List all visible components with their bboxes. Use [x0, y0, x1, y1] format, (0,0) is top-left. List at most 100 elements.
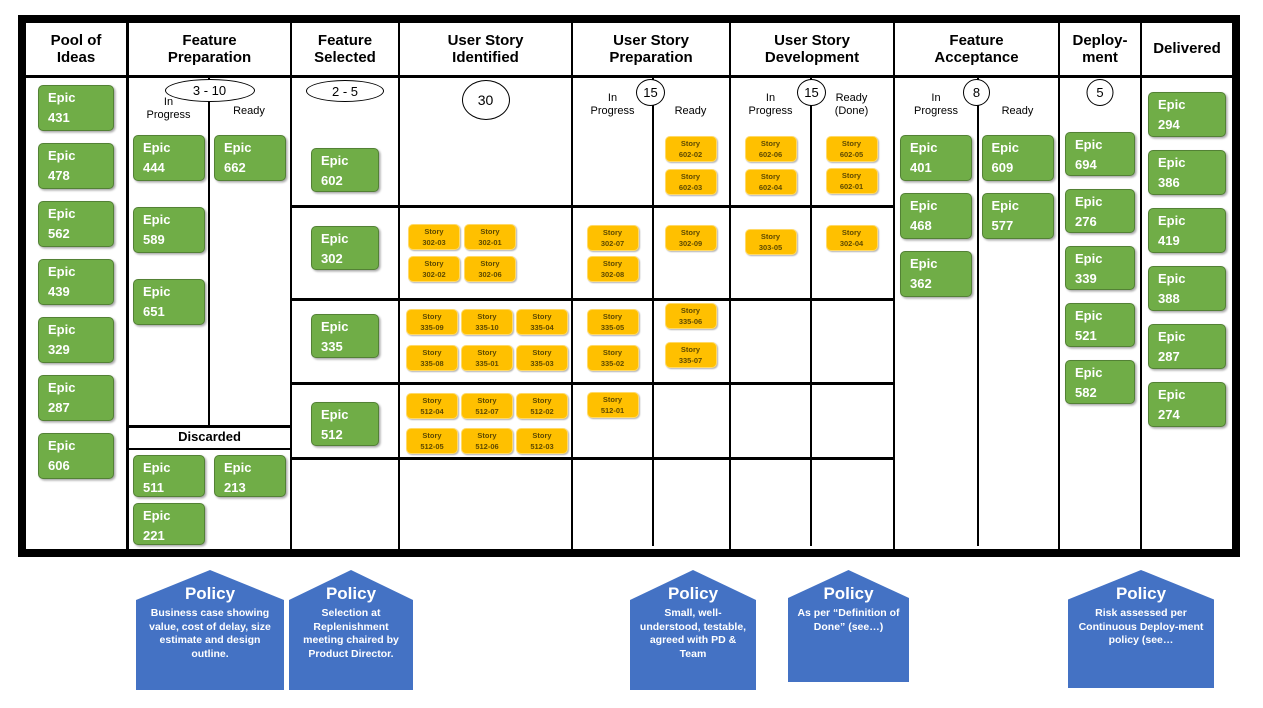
epic-card-label: Epic — [224, 140, 252, 155]
story-card-label: Story — [422, 396, 442, 405]
epic-card-label: Epic — [143, 212, 171, 227]
epic-card-label: Epic — [910, 256, 938, 271]
wip-limit-badge: 2 - 5 — [306, 80, 384, 102]
subcolumn-divider — [208, 78, 210, 426]
lane-empty — [731, 460, 893, 546]
policy-title: Policy — [823, 584, 874, 603]
subcolumn-label-text: Ready (Done) — [834, 92, 869, 118]
policy-body: Business case showing value, cost of del… — [149, 607, 271, 660]
lane-empty — [400, 460, 571, 546]
epic-card-id: 602 — [321, 172, 343, 188]
subcolumn-label-text: In Progress — [590, 92, 635, 118]
story-card-id: 335-02 — [600, 358, 625, 368]
epic-card-label: Epic — [143, 508, 171, 523]
epic-card-label: Epic — [1158, 271, 1186, 286]
policy-user-story-preparation: Policy Small, well-understood, testable,… — [630, 570, 756, 690]
story-card-id: 602-05 — [839, 149, 864, 159]
epic-card-id: 276 — [1075, 213, 1097, 229]
policy-feature-selected: Policy Selection at Replenishment meetin… — [289, 570, 413, 690]
story-card-id: 602-03 — [678, 182, 703, 192]
story-card-label: Story — [532, 396, 552, 405]
column-header-deployment: Deploy-ment — [1060, 23, 1140, 78]
epic-card-label: Epic — [321, 231, 349, 246]
story-card-label: Story — [841, 228, 862, 237]
story-card-id: 335-08 — [420, 358, 444, 368]
epic-card-id: 651 — [143, 303, 165, 319]
story-card-label: Story — [477, 396, 497, 405]
policy-title: Policy — [325, 584, 377, 603]
